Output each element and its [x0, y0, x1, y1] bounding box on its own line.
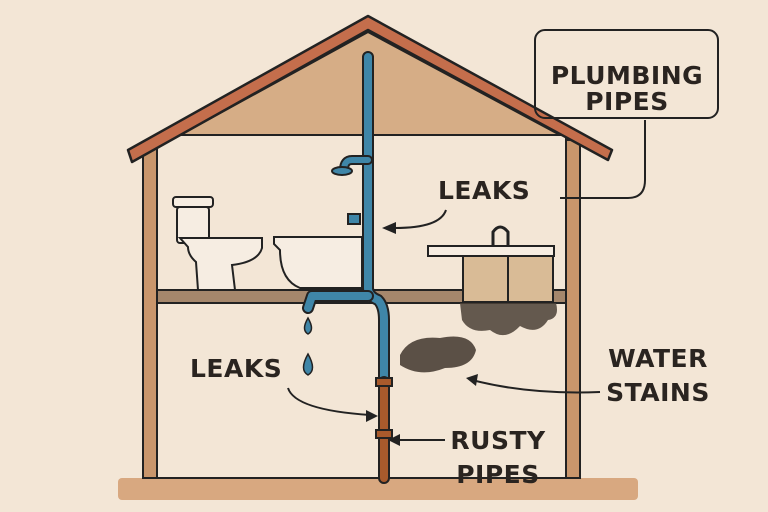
- rust-joint-1: [375, 377, 393, 387]
- label-leaks-upper: LEAKS: [438, 176, 530, 205]
- label-rusty: RUSTY: [450, 426, 546, 455]
- water-stain-wall: [400, 336, 476, 373]
- left-wall: [142, 144, 158, 479]
- water-drop-icon: [302, 352, 314, 376]
- arrowheads: [366, 222, 478, 446]
- valve: [347, 213, 361, 225]
- label-rusty-pipes: PIPES: [456, 460, 540, 489]
- shower-head: [331, 166, 353, 176]
- sink-cabinet: [427, 225, 555, 303]
- ground: [118, 478, 638, 500]
- label-leaks-lower: LEAKS: [190, 354, 282, 383]
- water-stain-under-sink: [460, 303, 557, 336]
- plumbing-pipes-callout-box: [534, 29, 719, 119]
- right-wall: [565, 139, 581, 479]
- label-stains: STAINS: [606, 378, 710, 407]
- bathtub: [273, 236, 363, 289]
- arrows: [287, 209, 601, 441]
- callout-line: [560, 120, 646, 199]
- toilet: [172, 196, 263, 291]
- roof: [126, 14, 614, 164]
- rust-joint-2: [375, 429, 393, 439]
- label-plumbing: PLUMBING: [551, 61, 703, 90]
- water-drop-icon: [303, 316, 313, 335]
- label-water: WATER: [608, 344, 708, 373]
- label-pipes: PIPES: [585, 87, 669, 116]
